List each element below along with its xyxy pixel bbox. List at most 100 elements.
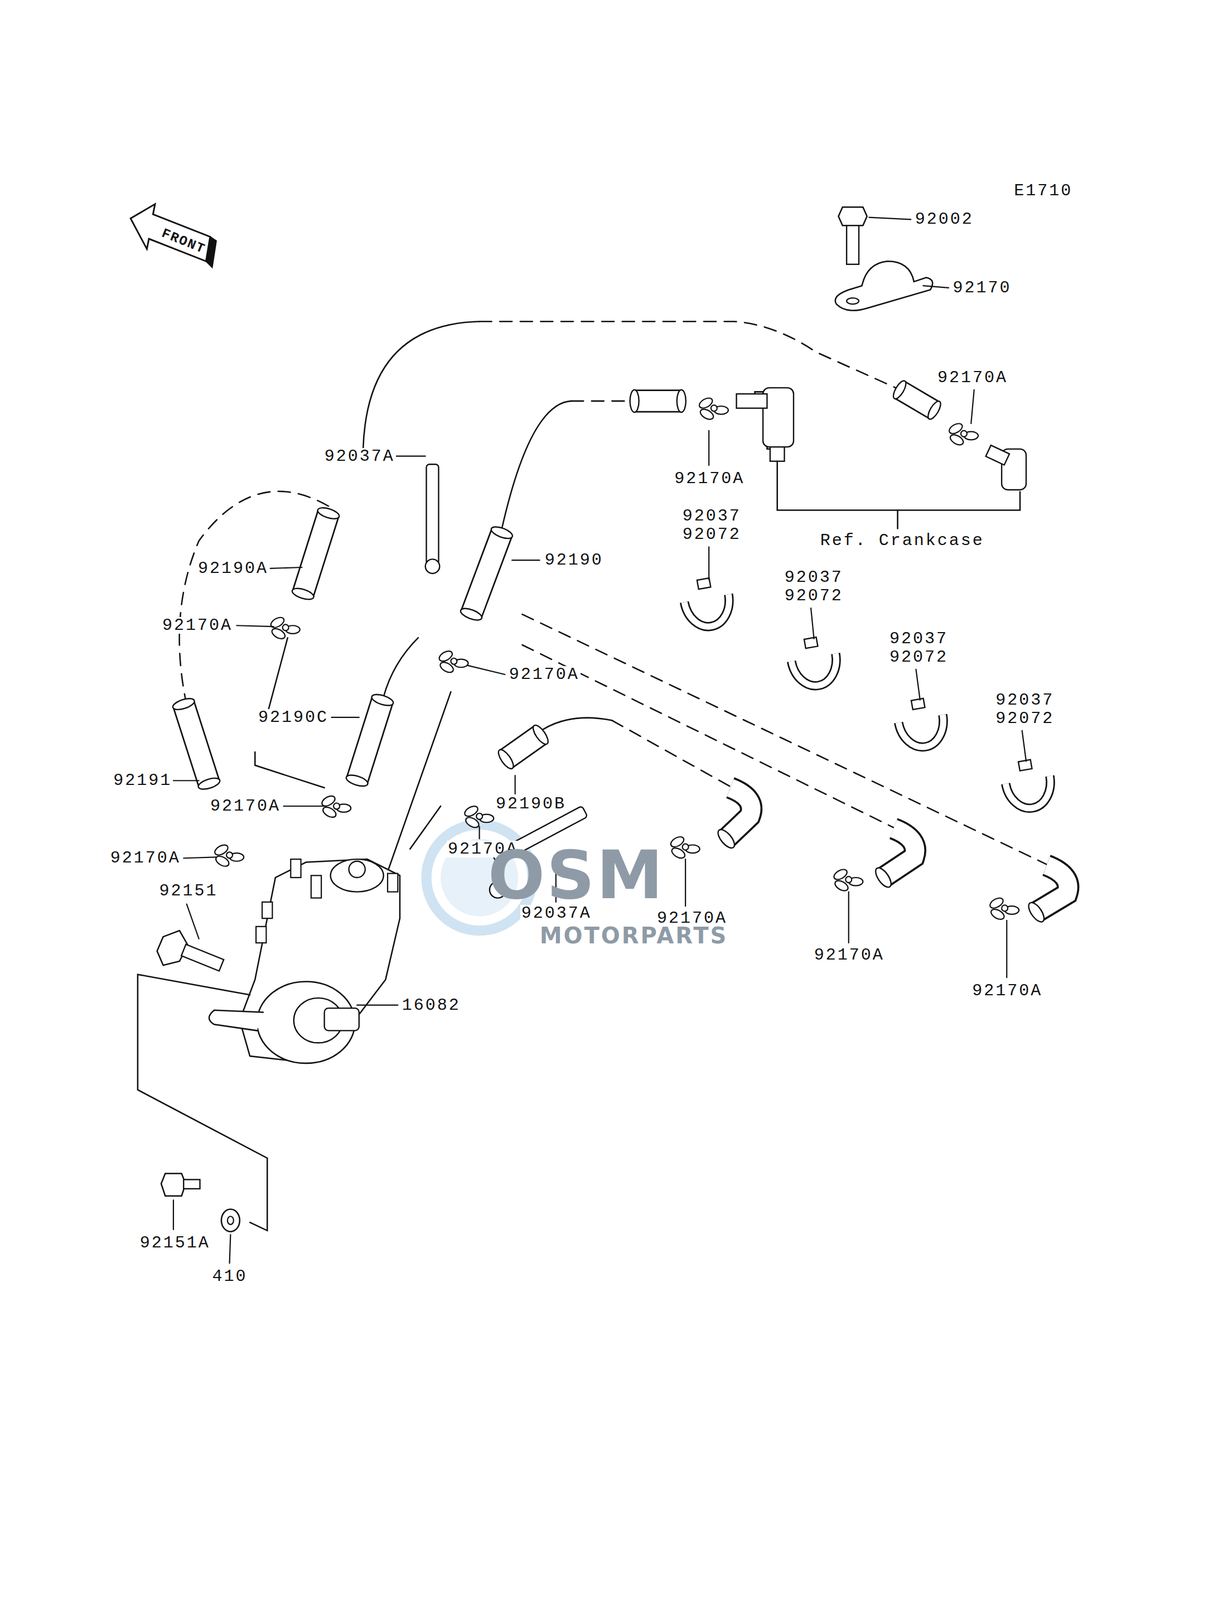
- bolt: [838, 206, 867, 226]
- drawing: [130, 204, 1068, 1264]
- hose-end: [489, 524, 514, 541]
- hose-clip: [832, 867, 863, 893]
- callout-number: 92170A: [813, 946, 886, 964]
- leader-line: [810, 607, 814, 639]
- leader-line: [970, 389, 974, 424]
- leader-line: [922, 285, 949, 288]
- hose-end: [196, 775, 221, 792]
- pump-nipple: [387, 873, 398, 892]
- watermark: OSM: [486, 841, 666, 909]
- hose: [634, 390, 682, 412]
- hose-route: [521, 614, 1049, 865]
- hose-route: [179, 491, 329, 700]
- hose-route: [479, 321, 896, 388]
- hose-end: [891, 378, 909, 401]
- front-arrow: [130, 204, 211, 261]
- fitting: [736, 393, 768, 409]
- leader-line: [868, 217, 911, 220]
- washer: [221, 1208, 240, 1231]
- pump-nipple: [311, 875, 322, 898]
- leader-line: [186, 904, 200, 939]
- bolt: [846, 225, 859, 265]
- cable-tie: [1002, 756, 1055, 812]
- hose: [471, 532, 502, 615]
- hose-route: [383, 637, 419, 697]
- hose-route: [611, 719, 733, 788]
- bolt: [183, 1178, 200, 1188]
- oil-pump: [330, 858, 384, 892]
- cable-tie: [895, 695, 948, 751]
- front-arrow: [205, 236, 216, 268]
- leader-line: [236, 625, 274, 627]
- hose: [302, 513, 329, 594]
- leader-line: [356, 1004, 398, 1006]
- hose-clip: [462, 803, 494, 830]
- hose: [356, 699, 383, 781]
- leader-line: [172, 1199, 174, 1230]
- hose-clip: [947, 421, 979, 447]
- reference-note: Ref. Crankcase: [819, 532, 986, 549]
- hose-clip: [669, 834, 700, 860]
- hose-route: [254, 751, 325, 788]
- hose: [183, 703, 210, 784]
- leader-line: [270, 567, 303, 569]
- callout-number: 92170A: [936, 369, 1009, 386]
- leader-line: [684, 858, 686, 906]
- callout-number: 92170A: [209, 797, 282, 815]
- hose-route: [542, 717, 612, 730]
- elbow-hose: [883, 828, 916, 878]
- hose-end: [458, 606, 483, 623]
- elbow-hose: [883, 828, 916, 878]
- oil-pump: [324, 1007, 360, 1031]
- hose-clip: [697, 395, 729, 422]
- direction-label: FRONT: [158, 226, 209, 257]
- callout-number: 92170A: [109, 849, 182, 867]
- elbow-hose: [726, 787, 752, 839]
- hose-clip: [269, 615, 301, 641]
- leader-line: [915, 669, 920, 700]
- hose-end: [171, 695, 196, 712]
- leader-line: [183, 856, 217, 858]
- hose-end: [677, 389, 686, 413]
- callout-number: 92151A: [138, 1234, 212, 1251]
- leader-line: [467, 665, 506, 675]
- callout-number: 92170A: [673, 470, 746, 487]
- watermark: MOTORPARTS: [538, 924, 730, 947]
- hose-clip: [437, 648, 469, 675]
- callout-number: 92037: [994, 691, 1056, 709]
- callout-number: 92191: [112, 771, 173, 789]
- callout-number: 92037: [783, 568, 845, 586]
- hose-end: [1025, 899, 1047, 924]
- callout-number: 92151: [157, 882, 219, 899]
- callout-number: 410: [211, 1267, 249, 1285]
- hose-end: [714, 826, 738, 851]
- callout-number: 92190: [543, 551, 605, 569]
- strap: [426, 463, 439, 564]
- leader-line: [848, 891, 850, 943]
- hose-end: [291, 586, 316, 602]
- leader-line: [511, 559, 540, 561]
- callout-number: 92170A: [970, 982, 1044, 999]
- bolt: [161, 1172, 186, 1196]
- hose-end: [316, 505, 341, 521]
- hose: [302, 513, 329, 594]
- bolt: [181, 944, 224, 971]
- hose-end: [630, 389, 640, 413]
- elbow-hose: [726, 787, 752, 839]
- hose-route: [571, 400, 627, 403]
- hose: [356, 699, 383, 781]
- hose: [899, 389, 935, 411]
- hose-clip: [320, 793, 351, 820]
- pipe-clamp: [846, 297, 859, 304]
- hose: [505, 734, 541, 760]
- fitting: [985, 445, 1010, 465]
- hose-clip: [213, 842, 244, 869]
- callout-number: 92190A: [196, 559, 270, 577]
- hose-route: [385, 691, 451, 878]
- assembly-bracket: [137, 974, 268, 1231]
- leader-line: [708, 546, 710, 580]
- pump-nipple: [255, 926, 267, 943]
- callout-number: 92072: [888, 648, 950, 666]
- hose-route: [409, 805, 441, 849]
- pump-outlet: [209, 1009, 264, 1031]
